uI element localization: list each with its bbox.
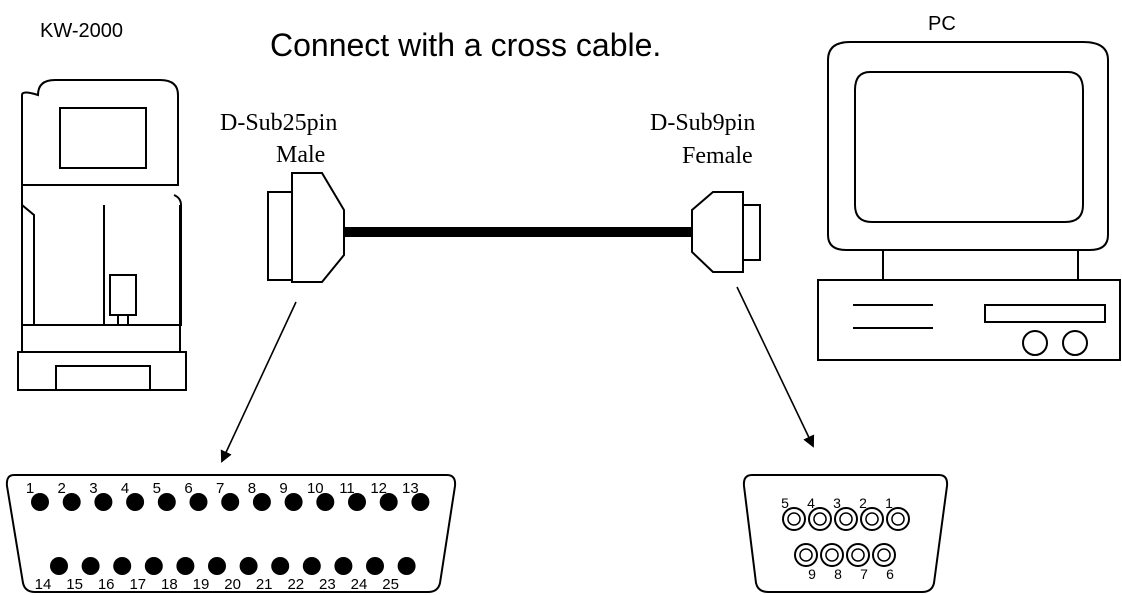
pin-label-2: 2	[58, 480, 66, 497]
db9-pinout-shell	[742, 474, 949, 593]
db9-pointer-arrow	[736, 286, 815, 448]
pin-label-7: 7	[860, 566, 868, 582]
pin-label-10: 10	[307, 480, 324, 497]
pin-socket-2	[865, 512, 879, 526]
pin-18	[176, 557, 195, 575]
pin-label-25: 25	[382, 576, 399, 593]
pin-label-4: 4	[807, 495, 815, 511]
kw2000-device-illustration	[17, 79, 187, 391]
pin-label-4: 4	[121, 480, 129, 497]
db9-plug-illustration	[691, 191, 761, 273]
pin-label-6: 6	[184, 480, 192, 497]
pin-socket-3	[839, 512, 853, 526]
device-label-pc: PC	[928, 13, 956, 35]
device-label-kw2000: KW-2000	[40, 20, 123, 42]
pin-label-1: 1	[885, 495, 893, 511]
pin-socket-6	[877, 548, 891, 562]
left-connector-type-label: D-Sub25pin	[220, 110, 337, 136]
pin-label-2: 2	[859, 495, 867, 511]
pin-label-13: 13	[402, 480, 419, 497]
pin-label-11: 11	[339, 480, 355, 497]
pin-label-7: 7	[216, 480, 224, 497]
pin-23	[334, 557, 353, 575]
pin-label-5: 5	[153, 480, 161, 497]
pin-label-16: 16	[98, 576, 115, 593]
pin-22	[302, 557, 321, 575]
db25-pinout-shell	[5, 474, 457, 593]
pin-6	[189, 493, 208, 511]
pin-15	[81, 557, 100, 575]
left-connector-gender-label: Male	[276, 142, 325, 168]
pin-label-24: 24	[351, 576, 368, 593]
pc-illustration	[817, 41, 1121, 361]
db9-top-pin-row: 5 4 3 2 1	[781, 495, 910, 531]
pin-1	[31, 493, 49, 511]
pin-label-15: 15	[66, 576, 83, 593]
pin-2	[62, 493, 81, 511]
pin-16	[113, 557, 132, 575]
pin-label-8: 8	[248, 480, 256, 497]
pin-11	[348, 493, 366, 511]
pin-14	[50, 557, 68, 575]
pin-3	[94, 493, 113, 511]
pin-socket-9	[799, 548, 813, 562]
pin-4	[126, 493, 145, 511]
pin-17	[144, 557, 163, 575]
pin-socket-8	[825, 548, 839, 562]
pin-21	[271, 557, 290, 575]
pin-label-20: 20	[224, 576, 241, 593]
pin-label-18: 18	[161, 576, 178, 593]
pin-20	[239, 557, 258, 575]
pin-9	[284, 493, 303, 511]
pin-label-14: 14	[35, 576, 52, 593]
pin-label-23: 23	[319, 576, 336, 593]
pin-socket-4	[813, 512, 827, 526]
pin-24	[366, 557, 384, 575]
right-connector-gender-label: Female	[682, 143, 753, 169]
pin-label-19: 19	[193, 576, 210, 593]
pin-label-21: 21	[256, 576, 273, 593]
pin-label-3: 3	[833, 495, 841, 511]
pin-12	[379, 493, 398, 511]
pin-10	[316, 493, 335, 511]
pin-label-8: 8	[834, 566, 842, 582]
pin-label-9: 9	[279, 480, 287, 497]
pin-label-22: 22	[287, 576, 304, 593]
pin-25	[397, 557, 416, 575]
pin-label-6: 6	[886, 566, 894, 582]
db25-plug-illustration	[267, 172, 345, 283]
db25-bottom-pin-row: 14 15 16 17 18 19 20 21 22 23 24 25	[35, 557, 416, 593]
pin-19	[208, 557, 226, 575]
pin-label-9: 9	[808, 566, 816, 582]
pin-5	[157, 493, 176, 511]
pin-label-12: 12	[370, 480, 387, 497]
pin-label-1: 1	[26, 480, 34, 497]
db9-bottom-pin-row: 9 8 7 6	[794, 543, 896, 582]
pin-socket-1	[891, 512, 905, 526]
db25-pointer-arrow	[220, 301, 297, 463]
page-title: Connect with a cross cable.	[270, 27, 661, 63]
pin-label-5: 5	[781, 495, 789, 511]
pin-socket-7	[851, 548, 865, 562]
pin-13	[411, 493, 430, 511]
pin-socket-5	[787, 512, 801, 526]
pin-8	[252, 493, 271, 511]
pin-label-3: 3	[89, 480, 97, 497]
pin-label-17: 17	[129, 576, 146, 593]
pin-7	[221, 493, 240, 511]
right-connector-type-label: D-Sub9pin	[650, 110, 755, 136]
